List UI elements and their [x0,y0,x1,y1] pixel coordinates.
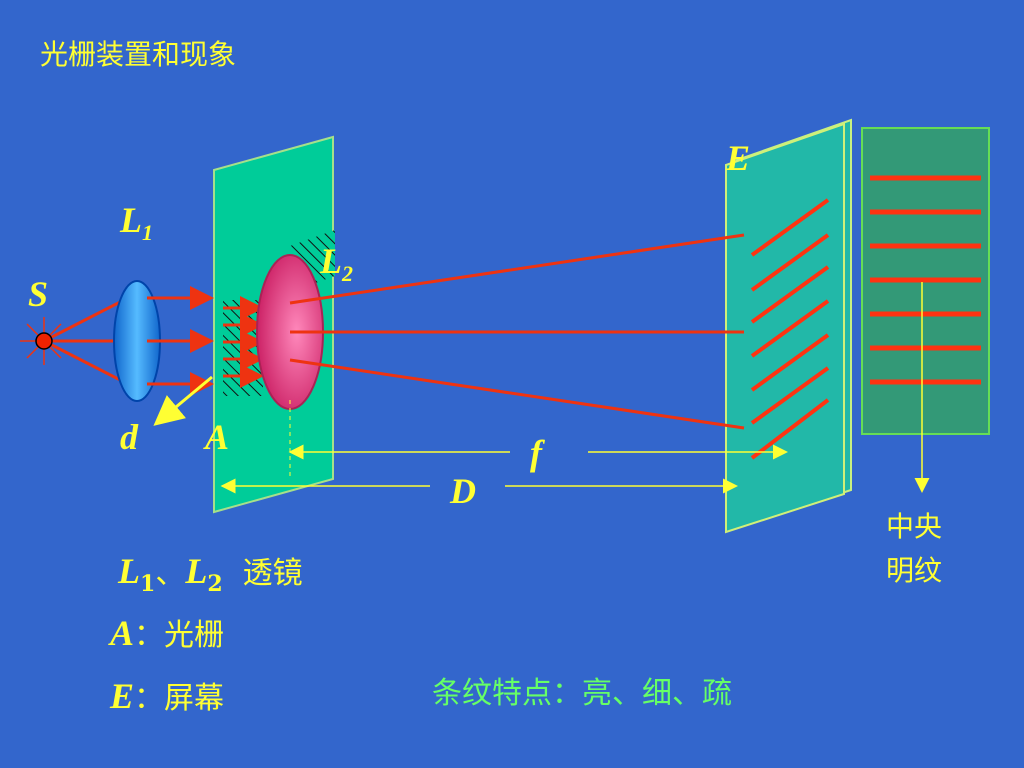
page-title: 光栅装置和现象 [40,38,236,71]
label-A: A [203,417,229,457]
collimated-rays [147,286,214,396]
fringe-lines [870,175,981,385]
label-d: d [120,417,139,457]
slit-spacing-pointer [153,375,213,426]
central-label-1: 中央 [886,510,942,543]
legend-screen: E：屏幕 [109,676,224,716]
label-L1: L1 [119,200,153,245]
fringe-features: 条纹特点：亮、细、疏 [432,676,732,711]
screen-fringes [750,198,830,460]
focal-rays [289,233,745,430]
label-S: S [28,274,48,314]
label-D: D [449,471,476,511]
legend-grating: A：光栅 [108,613,224,653]
label-L2: L2 [319,241,353,286]
label-E: E [725,138,750,178]
screen-E [725,122,845,534]
central-label-2: 明纹 [886,554,942,587]
label-f: f [530,433,545,473]
source-icon [20,317,68,365]
grating-arrows [223,296,264,388]
